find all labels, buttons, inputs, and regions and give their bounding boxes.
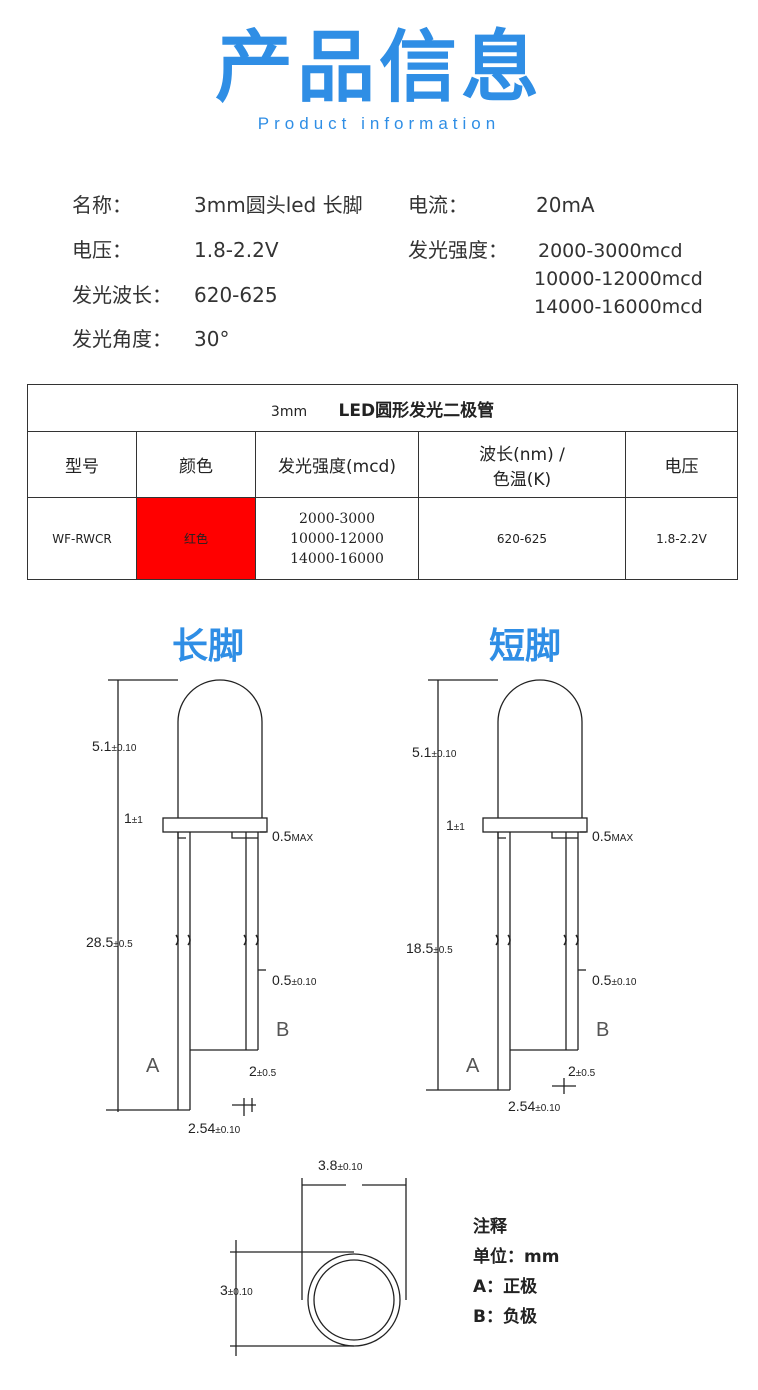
notes-unit: 单位：mm [473,1247,560,1267]
long-led-flange [162,817,268,833]
cell-intensity-3: 14000-16000 [290,550,384,567]
cell-voltage: 1.8-2.2V [625,497,738,580]
short-label-a: A [466,1055,480,1077]
short-leg-title: 短脚 [489,626,562,667]
long-led-dome [177,679,263,818]
long-leg-title: 长脚 [172,626,245,667]
top-view-drawing [230,1178,407,1356]
header-color: 颜色 [136,431,256,498]
short-label-b: B [596,1019,609,1041]
table-row: WF-RWCR 红色 2000-3000 10000-12000 14000-1… [27,497,738,580]
short-lead-width: 0.5±0.10 [592,972,637,988]
table-caption: 3mm LED圆形发光二极管 [27,384,738,432]
wavelength-label: 发光波长： [72,283,172,307]
long-flange-gap: 0.5MAX [272,828,313,844]
long-label-a: A [146,1055,160,1077]
voltage-label: 电压： [72,238,132,262]
name-label: 名称： [72,193,132,217]
header-wavelength: 波长(nm) / 色温(K) [418,431,626,498]
page-subtitle: Product information [257,114,501,133]
long-label-b: B [276,1019,289,1041]
intensity-label: 发光强度： [408,238,508,262]
long-flange: 1±1 [124,810,143,826]
header-intensity: 发光强度(mcd) [255,431,419,498]
short-lead-length: 18.5±0.5 [406,940,453,956]
cell-wavelength: 620-625 [418,497,626,580]
header-voltage: 电压 [625,431,738,498]
voltage-value: 1.8-2.2V [194,238,279,262]
top-view-inner-dim: 3±0.10 [220,1282,253,1298]
angle-label: 发光角度： [72,327,172,351]
top-view-outer-circle [307,1253,401,1347]
header-wavelength-line2: 色温(K) [492,469,552,490]
short-lead-diff: 2±0.5 [568,1063,596,1079]
cell-model: WF-RWCR [27,497,137,580]
short-led-dome [497,679,583,818]
short-led-drawing [426,679,588,1094]
short-led-flange [482,817,588,833]
long-pitch: 2.54±0.10 [188,1120,241,1136]
header-wavelength-line1: 波长(nm) / [479,444,565,465]
long-head-height: 5.1±0.10 [92,738,137,754]
long-led-drawing [106,679,268,1116]
intensity-value-3: 14000-16000mcd [534,296,703,318]
intensity-value-1: 2000-3000mcd [538,240,683,262]
cell-color: 红色 [136,497,256,580]
notes-title: 注释 [473,1217,507,1237]
current-value: 20mA [536,193,595,217]
current-label: 电流： [408,193,468,217]
caption-title: LED圆形发光二极管 [338,400,495,421]
wavelength-value: 620-625 [194,283,278,307]
led-spec-table: 3mm LED圆形发光二极管 型号 颜色 发光强度(mcd) 波长(nm) / … [27,384,738,580]
caption-size: 3mm [270,403,308,420]
dimension-drawings: 5.1±0.10 1±1 0.5MAX 28.5±0.5 0.5±0.10 B … [86,679,637,1356]
page-title: 产品信息 [214,23,543,113]
angle-value: 30° [194,327,230,351]
long-lead-width: 0.5±0.10 [272,972,317,988]
short-head-height: 5.1±0.10 [412,744,457,760]
cell-intensity: 2000-3000 10000-12000 14000-16000 [255,497,419,580]
header-model: 型号 [27,431,137,498]
cell-intensity-2: 10000-12000 [290,530,384,547]
short-pitch: 2.54±0.10 [508,1098,561,1114]
top-view-outer-dim: 3.8±0.10 [318,1157,363,1173]
cell-intensity-1: 2000-3000 [299,510,375,527]
notes-cathode: B：负极 [473,1307,537,1327]
name-value: 3mm圆头led 长脚 [194,193,363,217]
notes-anode: A：正极 [473,1277,538,1297]
long-lead-diff: 2±0.5 [249,1063,277,1079]
short-flange-gap: 0.5MAX [592,828,633,844]
notes-block: 注释 单位：mm A：正极 B：负极 [473,1212,559,1332]
long-lead-length: 28.5±0.5 [86,934,133,950]
top-view-inner-circle [313,1259,395,1341]
intensity-value-2: 10000-12000mcd [534,268,703,290]
short-flange: 1±1 [446,817,465,833]
